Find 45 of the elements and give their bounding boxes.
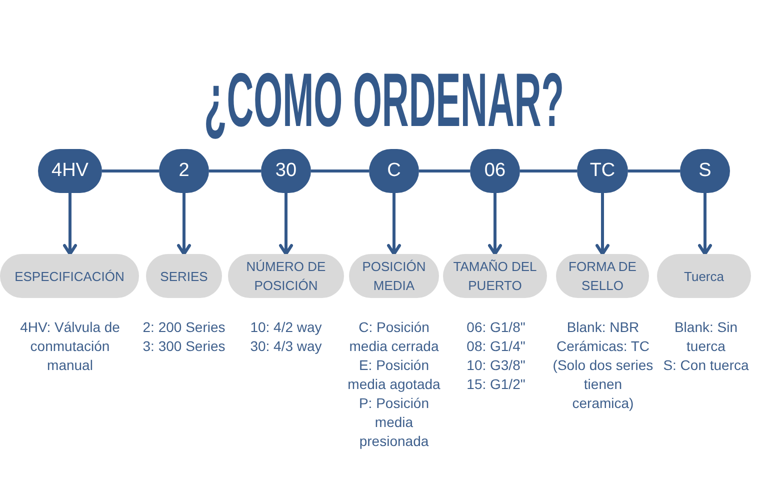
option-text: C: Posición media cerrada — [348, 318, 440, 356]
category-pill: FORMA DE SELLO — [556, 254, 649, 298]
connector-line — [628, 170, 680, 172]
option-text: 4HV: Válvula de conmutación manual — [19, 318, 121, 375]
arrow — [387, 193, 401, 256]
title: ¿COMO ORDENAR? — [204, 57, 564, 144]
option-text: 30: 4/3 way — [250, 337, 322, 356]
option-text: 10: 4/2 way — [250, 318, 322, 337]
option-text: 3: 300 Series — [142, 337, 226, 356]
connector-line — [311, 170, 369, 172]
code-pill: C — [369, 149, 419, 193]
code-pill: 30 — [261, 149, 311, 193]
category-pill: NÚMERO DE POSICIÓN — [228, 254, 344, 298]
option-text: Blank: Sin tuerca — [673, 318, 739, 356]
option-text: Cerámicas: TC — [556, 337, 650, 356]
option-text: 15: G1/2" — [466, 375, 526, 394]
arrow — [596, 193, 610, 256]
arrow — [63, 193, 77, 256]
arrow — [698, 193, 712, 256]
option-text: 06: G1/8" — [466, 318, 526, 337]
arrow — [488, 193, 502, 256]
option-text: 10: G3/8" — [466, 356, 526, 375]
category-pill: TAMAÑO DEL PUERTO — [443, 254, 547, 298]
option-text: 2: 200 Series — [142, 318, 226, 337]
code-pill: 4HV — [38, 149, 102, 193]
category-pill: POSICIÓN MEDIA — [349, 254, 439, 298]
arrow — [279, 193, 293, 256]
code-pill: 06 — [470, 149, 520, 193]
connector-line — [102, 170, 159, 172]
category-pill: Tuerca — [657, 254, 751, 298]
connector-line — [209, 170, 261, 172]
option-text: (Solo dos series tienen ceramica) — [552, 356, 654, 413]
option-text: Blank: NBR — [566, 318, 640, 337]
code-pill: 2 — [159, 149, 209, 193]
code-pill: TC — [577, 149, 628, 193]
arrow — [177, 193, 191, 256]
option-text: 08: G1/4" — [466, 337, 526, 356]
connector-line — [419, 170, 470, 172]
category-pill: ESPECIFICACIÓN — [0, 254, 139, 298]
code-pill: S — [680, 149, 730, 193]
option-text: P: Posición media presionada — [358, 394, 430, 451]
connector-line — [520, 170, 577, 172]
option-text: E: Posición media agotada — [346, 356, 442, 394]
category-pill: SERIES — [146, 254, 222, 298]
option-text: S: Con tuerca — [663, 356, 749, 375]
